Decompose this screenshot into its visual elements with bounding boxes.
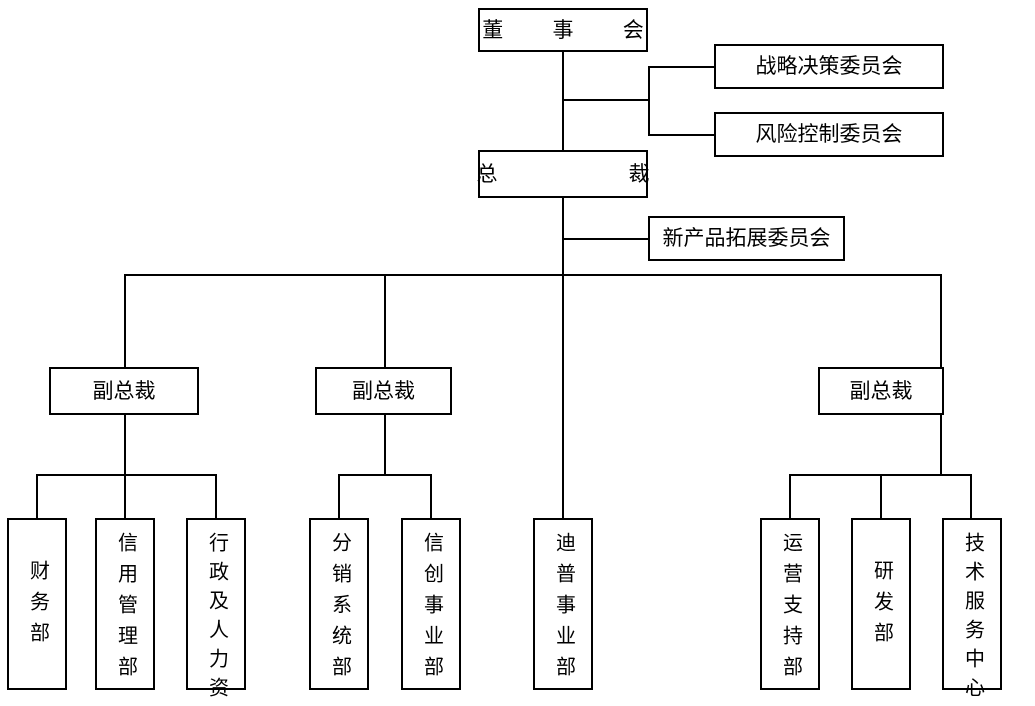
- node-distribution-dept[interactable]: 分销系统部: [309, 518, 369, 690]
- node-vp-right[interactable]: 副总裁: [818, 367, 944, 415]
- node-xinchuang-dept[interactable]: 信创事业部: [401, 518, 461, 690]
- connector-to-credit-mgmt-dept: [124, 474, 126, 519]
- node-ops-support-dept-label: 运营支持部: [779, 532, 802, 687]
- connector-bracket-to-strategy-committee: [648, 66, 714, 68]
- connector-board-to-committee-bracket: [562, 99, 650, 101]
- node-president-label: 总 裁: [476, 161, 672, 186]
- connector-to-finance-dept: [36, 474, 38, 519]
- node-risk-committee-label: 风险控制委员会: [755, 122, 903, 146]
- node-admin-hr-dept-label: 行政及人力资源部: [205, 532, 228, 706]
- node-vp-left-label: 副总裁: [92, 378, 156, 403]
- connector-bus-to-vp-right: [940, 274, 942, 367]
- node-president[interactable]: 总 裁: [477, 150, 650, 198]
- node-rnd-dept[interactable]: 研发部: [851, 518, 911, 690]
- node-board-of-directors-label: 董 事 会: [482, 17, 666, 42]
- connector-bus-to-vp-left: [124, 274, 126, 367]
- node-board-of-directors[interactable]: 董 事 会: [478, 8, 648, 52]
- node-strategy-committee-label: 战略决策委员会: [755, 54, 903, 78]
- node-finance-dept[interactable]: 财务部: [7, 518, 67, 690]
- main-horizontal-bus: [125, 274, 942, 276]
- node-admin-hr-dept[interactable]: 行政及人力资源部: [186, 518, 246, 706]
- connector-to-tech-service-center: [970, 474, 972, 519]
- node-vp-right-label: 副总裁: [849, 378, 913, 403]
- node-risk-committee[interactable]: 风险控制委员会: [714, 112, 944, 157]
- connector-vp-middle-down: [384, 415, 386, 476]
- node-tech-service-center[interactable]: 技术服务中心: [942, 518, 1002, 706]
- node-new-product-committee-label: 新产品拓展委员会: [662, 226, 831, 250]
- node-vp-left[interactable]: 副总裁: [49, 367, 199, 415]
- connector-to-ops-support-dept: [789, 474, 791, 519]
- connector-committee-bracket-vertical: [648, 66, 650, 136]
- connector-to-distribution-dept: [338, 474, 340, 519]
- connector-president-to-main-bus: [562, 198, 564, 276]
- node-rnd-dept-label: 研发部: [870, 559, 893, 653]
- node-xinchuang-dept-label: 信创事业部: [420, 532, 443, 687]
- connector-president-to-new-product-committee: [562, 238, 650, 240]
- connector-to-admin-hr-dept: [215, 474, 217, 519]
- node-credit-mgmt-dept-label: 信用管理部: [114, 532, 137, 687]
- node-finance-dept-label: 财务部: [26, 559, 49, 653]
- connector-to-rnd-dept: [880, 474, 882, 519]
- sub-bus-left: [36, 474, 216, 476]
- node-vp-middle[interactable]: 副总裁: [315, 367, 452, 415]
- node-dptech-dept[interactable]: 迪普事业部: [533, 518, 593, 690]
- node-new-product-committee[interactable]: 新产品拓展委员会: [648, 216, 845, 261]
- connector-bus-to-vp-middle: [384, 274, 386, 367]
- connector-vp-right-down: [940, 415, 942, 476]
- node-ops-support-dept[interactable]: 运营支持部: [760, 518, 820, 690]
- node-vp-middle-label: 副总裁: [352, 378, 415, 403]
- node-tech-service-center-label: 技术服务中心: [961, 532, 984, 706]
- sub-bus-middle: [338, 474, 432, 476]
- node-strategy-committee[interactable]: 战略决策委员会: [714, 44, 944, 89]
- connector-bus-to-dptech-dept: [562, 274, 564, 519]
- connector-to-xinchuang-dept: [430, 474, 432, 519]
- node-distribution-dept-label: 分销系统部: [328, 532, 351, 687]
- connector-bracket-to-risk-committee: [648, 134, 714, 136]
- node-dptech-dept-label: 迪普事业部: [552, 532, 575, 687]
- node-credit-mgmt-dept[interactable]: 信用管理部: [95, 518, 155, 690]
- connector-vp-left-down: [124, 415, 126, 476]
